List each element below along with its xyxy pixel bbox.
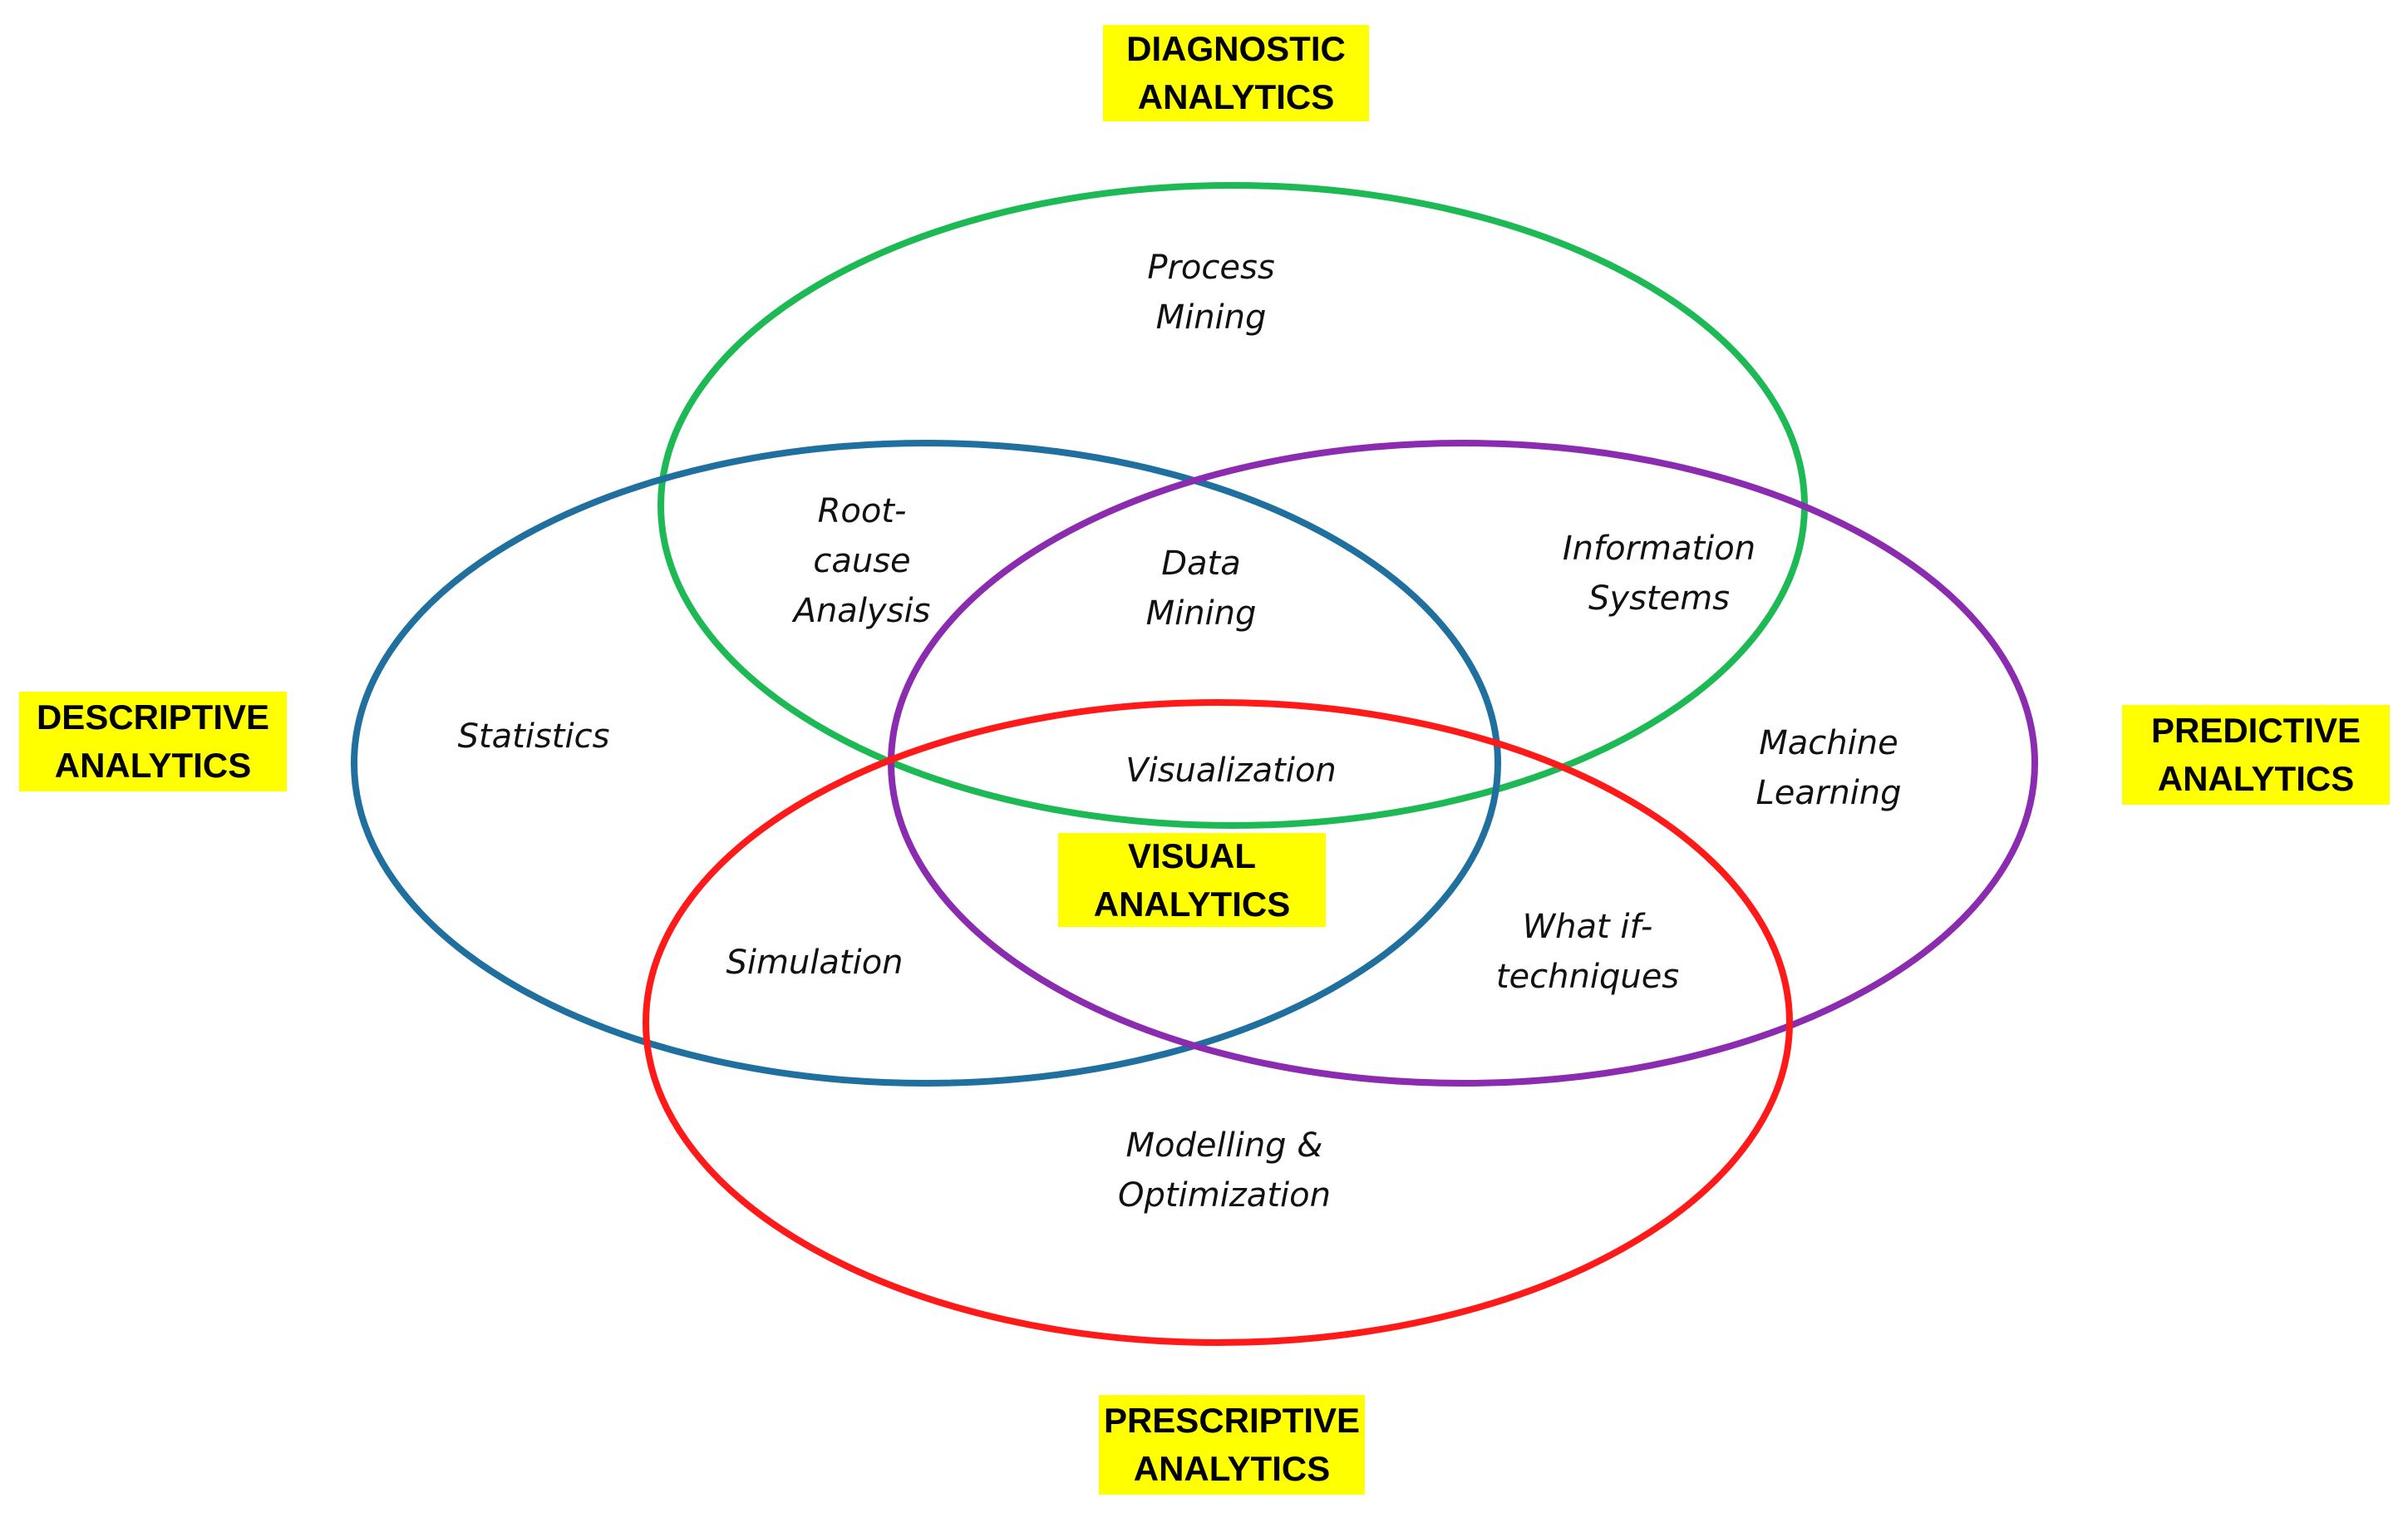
- term-line: Modelling &: [1125, 1126, 1323, 1165]
- visualization-term: Visualization: [1125, 746, 1337, 796]
- data-mining-term: Data Mining: [1146, 539, 1257, 638]
- term-line: Systems: [1588, 579, 1730, 618]
- term-line: Analysis: [793, 592, 931, 630]
- term-line: Statistics: [457, 717, 610, 756]
- what-if-techniques-term: What if- techniques: [1496, 902, 1679, 1002]
- term-line: Visualization: [1125, 752, 1337, 790]
- term-line: What if-: [1522, 908, 1653, 946]
- term-line: Simulation: [726, 944, 904, 982]
- term-line: Data: [1161, 545, 1241, 583]
- modelling-optimization-term: Modelling & Optimization: [1118, 1121, 1331, 1220]
- label-line: PREDICTIVE: [2150, 711, 2361, 750]
- root-cause-analysis-term: Root- cause Analysis: [794, 486, 931, 636]
- term-line: Learning: [1756, 774, 1902, 812]
- diagnostic-analytics-label: DIAGNOSTIC ANALYTICS: [1103, 25, 1369, 121]
- prescriptive-analytics-label: PRESCRIPTIVE ANALYTICS: [1099, 1395, 1365, 1495]
- term-line: Root-: [817, 492, 907, 530]
- machine-learning-term: Machine Learning: [1756, 718, 1901, 818]
- term-line: Mining: [1155, 298, 1267, 337]
- prescriptive-analytics-ring: [643, 699, 1793, 1346]
- term-line: Information: [1562, 530, 1756, 568]
- descriptive-analytics-label: DESCRIPTIVE ANALYTICS: [19, 692, 287, 791]
- term-line: techniques: [1495, 958, 1680, 996]
- simulation-term: Simulation: [726, 938, 903, 988]
- label-line: VISUAL: [1127, 835, 1256, 875]
- descriptive-analytics-ring: [351, 440, 1501, 1087]
- label-line: PRESCRIPTIVE: [1103, 1401, 1361, 1440]
- label-line: ANALYTICS: [54, 746, 252, 785]
- visual-analytics-label: VISUAL ANALYTICS: [1058, 833, 1326, 927]
- statistics-term: Statistics: [458, 712, 610, 761]
- term-line: Optimization: [1118, 1176, 1331, 1215]
- label-line: DESCRIPTIVE: [36, 697, 270, 737]
- predictive-analytics-label: PREDICTIVE ANALYTICS: [2122, 705, 2390, 805]
- label-line: ANALYTICS: [1133, 1449, 1331, 1488]
- label-line: ANALYTICS: [2157, 759, 2355, 798]
- term-line: cause: [813, 542, 911, 580]
- label-line: ANALYTICS: [1093, 884, 1291, 924]
- label-line: ANALYTICS: [1137, 77, 1335, 116]
- term-line: Mining: [1145, 594, 1257, 633]
- information-systems-term: Information Systems: [1563, 524, 1756, 623]
- process-mining-term: Process Mining: [1147, 243, 1274, 343]
- label-line: DIAGNOSTIC: [1126, 29, 1346, 68]
- term-line: Process: [1147, 249, 1275, 287]
- term-line: Machine: [1759, 724, 1898, 762]
